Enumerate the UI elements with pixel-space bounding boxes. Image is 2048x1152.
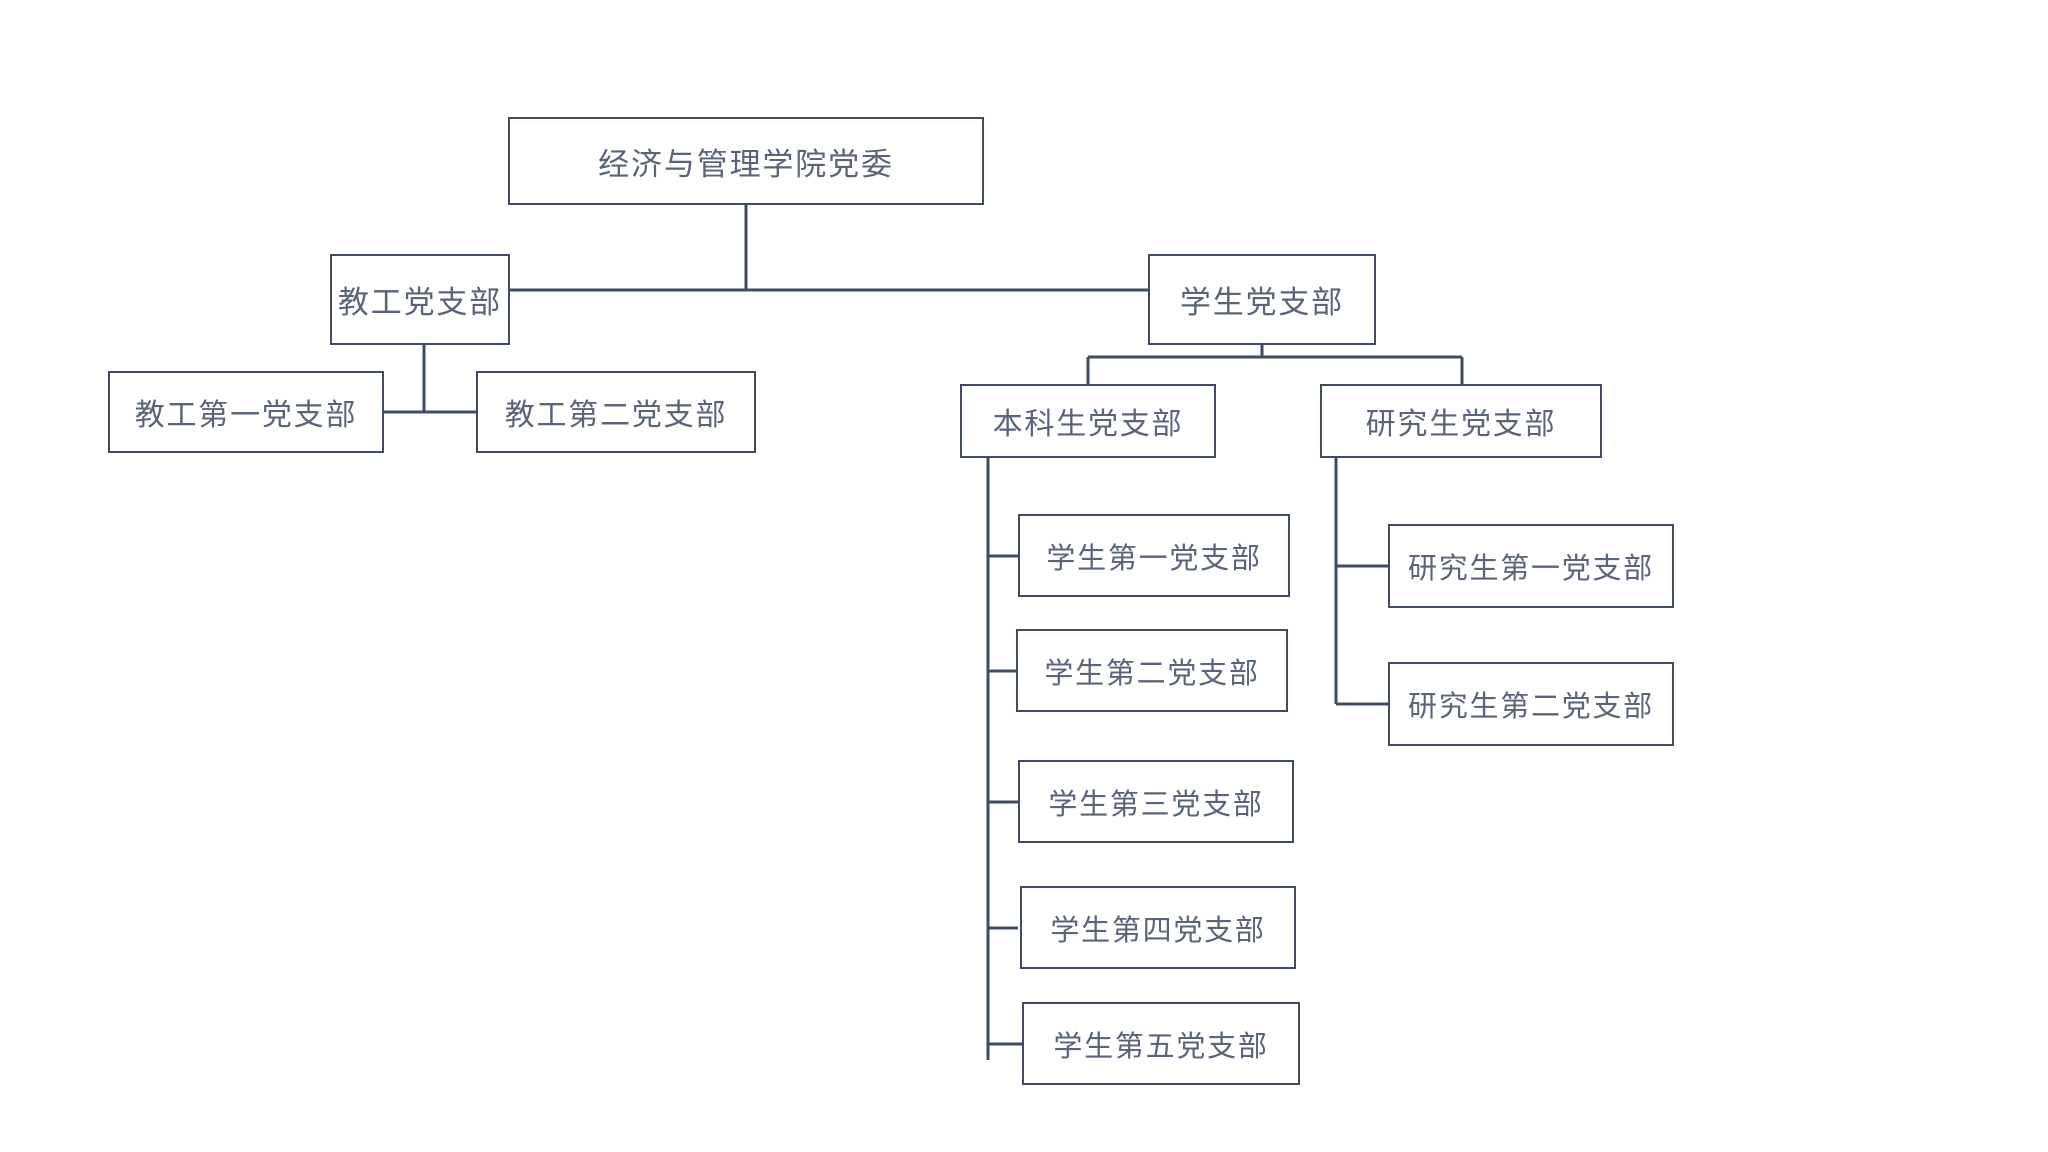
node-root[interactable]: 经济与管理学院党委	[508, 117, 984, 205]
node-graduate-first[interactable]: 研究生第一党支部	[1388, 524, 1674, 608]
node-student-third[interactable]: 学生第三党支部	[1018, 760, 1294, 843]
node-student-second[interactable]: 学生第二党支部	[1016, 629, 1288, 712]
node-graduate-branch[interactable]: 研究生党支部	[1320, 384, 1602, 458]
node-faculty-branch[interactable]: 教工党支部	[330, 254, 510, 345]
node-faculty-first[interactable]: 教工第一党支部	[108, 371, 384, 453]
node-student-first[interactable]: 学生第一党支部	[1018, 514, 1290, 597]
node-student-branch[interactable]: 学生党支部	[1148, 254, 1376, 345]
node-student-fifth[interactable]: 学生第五党支部	[1022, 1002, 1300, 1085]
node-faculty-second[interactable]: 教工第二党支部	[476, 371, 756, 453]
node-undergrad-branch[interactable]: 本科生党支部	[960, 384, 1216, 458]
node-graduate-second[interactable]: 研究生第二党支部	[1388, 662, 1674, 746]
node-student-fourth[interactable]: 学生第四党支部	[1020, 886, 1296, 969]
